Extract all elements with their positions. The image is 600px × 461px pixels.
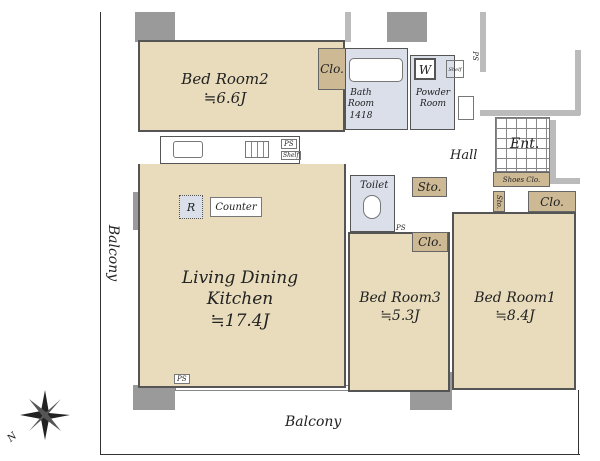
toilet-bowl-icon (363, 195, 381, 219)
powder-room-label: Powder Room (411, 88, 455, 111)
stove-icon (245, 141, 269, 158)
column (133, 385, 175, 410)
sto-label: Sto. (495, 194, 503, 209)
bedroom2-name: Bed Room2 (181, 70, 269, 88)
shelf: Shelf (446, 60, 464, 78)
entrance[interactable] (495, 117, 550, 172)
wall (550, 120, 556, 180)
fridge[interactable]: R (179, 195, 203, 219)
wall (480, 12, 486, 72)
entrance-label: Ent. (510, 136, 540, 152)
hall-label: Hall (450, 148, 478, 163)
ldk-name2: Kitchen (206, 289, 274, 310)
kitchen-counter (160, 136, 300, 164)
balcony-line-left (100, 12, 101, 455)
bedroom1-size: ≒8.4J (495, 307, 535, 324)
washer-icon: W (414, 58, 436, 80)
bedroom1-label: Bed Room1 ≒8.4J (460, 290, 570, 325)
bedroom1-name: Bed Room1 (474, 290, 556, 306)
bathroom-label: Bath Room 1418 (346, 88, 376, 122)
powder-name: Powder (415, 88, 451, 98)
bedroom3-name: Bed Room3 (359, 290, 441, 306)
bedroom3-label: Bed Room3 ≒5.3J (350, 290, 450, 325)
bedroom2-closet[interactable]: Clo. (318, 48, 346, 90)
column (387, 12, 427, 42)
bedroom2-size: ≒6.6J (203, 88, 247, 107)
balcony-line-right (578, 390, 579, 455)
wall (575, 50, 581, 115)
column (135, 12, 175, 42)
kitchen-sink-icon (173, 141, 203, 158)
wall (480, 110, 580, 116)
sink-icon (458, 96, 474, 120)
bedroom1-storage[interactable]: Sto. (493, 191, 505, 212)
bedroom3[interactable] (348, 232, 450, 392)
balcony-left-label: Balcony (105, 224, 122, 282)
counter: Counter (210, 197, 262, 217)
powder-name2: Room (419, 99, 447, 110)
wall (345, 12, 351, 42)
ps-label: PS (470, 51, 479, 61)
bedroom1-closet[interactable]: Clo. (528, 191, 576, 212)
bath-name: Bath (350, 88, 372, 98)
bedroom2-label: Bed Room2 ≒6.6J (165, 70, 285, 108)
storage-hall[interactable]: Sto. (412, 177, 447, 197)
shelf-label: Shelf (281, 151, 301, 160)
ldk-size: ≒17.4J (210, 310, 270, 331)
bedroom1[interactable] (452, 212, 576, 390)
compass-icon (20, 390, 70, 440)
ps-label: PS (174, 374, 190, 384)
toilet-label: Toilet (360, 180, 389, 191)
bathtub-icon (349, 58, 403, 82)
bath-size: 1418 (349, 110, 373, 121)
shoes-closet[interactable]: Shoes Clo. (493, 172, 550, 187)
balcony-line-bottom (100, 454, 580, 455)
ps-label: PS (281, 139, 297, 149)
ps-label: PS (396, 224, 406, 232)
bedroom3-closet[interactable]: Clo. (412, 232, 448, 252)
bath-name2: Room (347, 99, 375, 110)
bedroom3-size: ≒5.3J (380, 307, 420, 324)
wall (550, 178, 580, 184)
ldk-label: Living Dining Kitchen ≒17.4J (165, 268, 315, 332)
ldk-name: Living Dining (181, 268, 299, 288)
balcony-bottom-label: Balcony (285, 414, 342, 430)
